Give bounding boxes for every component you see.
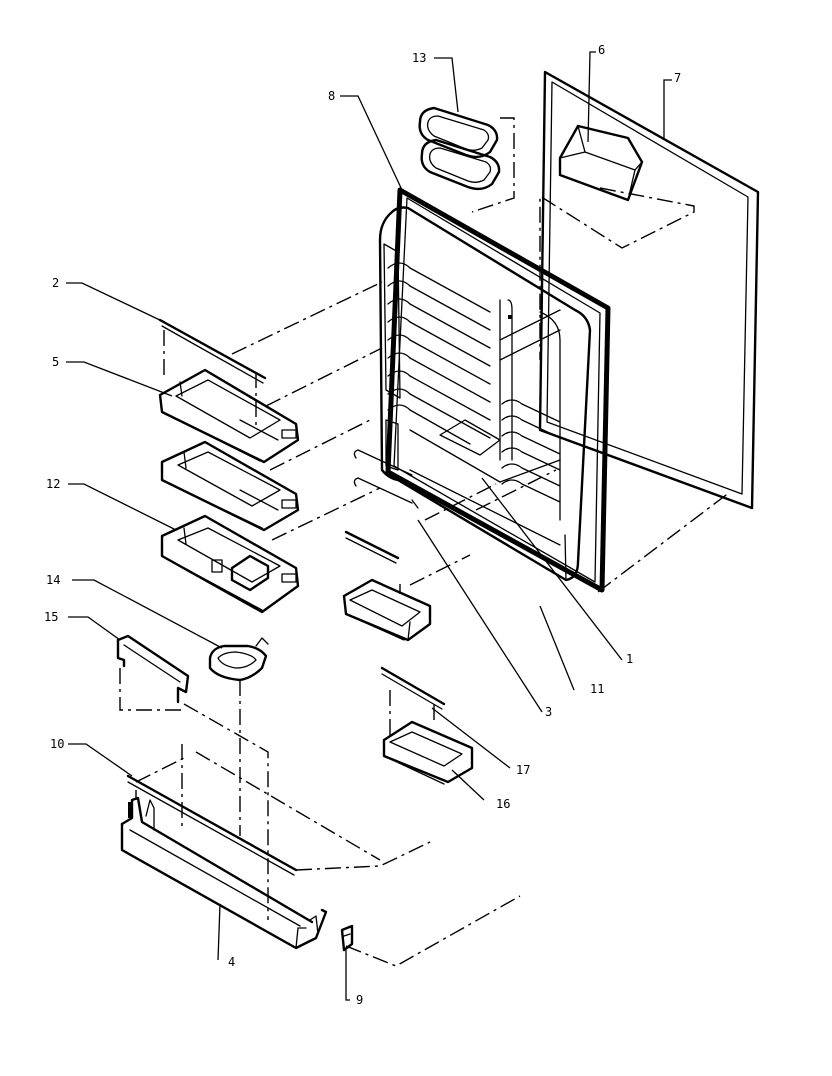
bottom-door-bin-4: [120, 796, 328, 950]
callout-leader-lines: [66, 51, 672, 1001]
butter-dish-upper: [418, 106, 499, 159]
door-shelf-12: [160, 514, 300, 614]
small-bin-16: [380, 666, 474, 785]
callout-12: 12: [46, 477, 60, 491]
wire-retainer-3: [353, 449, 419, 509]
callout-17: 17: [516, 763, 530, 777]
callout-14: 14: [46, 573, 60, 587]
callout-10: 10: [50, 737, 64, 751]
bin-retainer-bar-10: [126, 774, 298, 876]
callout-3: 3: [545, 705, 552, 719]
small-door-bin: [342, 530, 432, 642]
callout-16: 16: [496, 797, 510, 811]
egg-holder: [208, 637, 269, 682]
bin-clip-9: [340, 924, 354, 952]
callout-2: 2: [52, 276, 59, 290]
door-shelf-middle: [160, 440, 300, 532]
callout-4: 4: [228, 955, 235, 969]
inner-door-liner: [378, 206, 592, 582]
callout-9: 9: [356, 993, 363, 1007]
door-handle: [558, 124, 644, 202]
callout-11: 11: [590, 682, 604, 696]
door-shelf-5: [158, 368, 300, 464]
callout-7: 7: [674, 71, 681, 85]
callout-1: 1: [626, 652, 633, 666]
door-outer-panel: [538, 70, 760, 510]
assembly-guide-lines: [119, 117, 731, 967]
callout-15: 15: [44, 610, 58, 624]
callout-8: 8: [328, 89, 335, 103]
callout-6: 6: [598, 43, 605, 57]
liner-shelf-rails: [387, 262, 561, 521]
callout-labels: 1 2 3 4 5 6 7 8 9 10 11 12 13 14 15 16 1…: [44, 43, 681, 1007]
shelf-retainer-bar-2: [158, 318, 267, 384]
callout-13: 13: [412, 51, 426, 65]
butter-dish-lower: [420, 138, 501, 191]
bin-bracket: [116, 634, 190, 704]
door-gasket: [385, 187, 611, 593]
callout-5: 5: [52, 355, 59, 369]
